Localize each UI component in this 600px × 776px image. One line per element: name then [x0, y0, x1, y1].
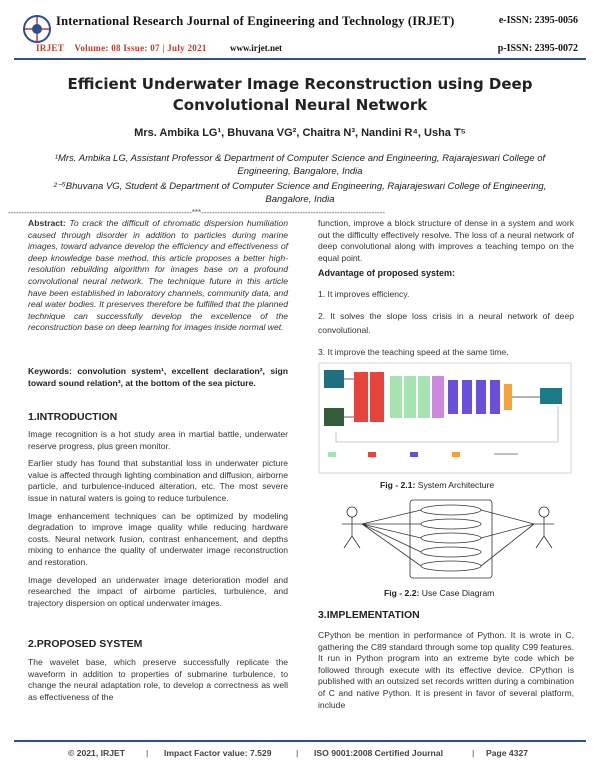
intro-body: Image recognition is a hot study area in… [28, 429, 288, 615]
paper-authors: Mrs. Ambika LG¹, Bhuvana VG², Chaitra N³… [134, 127, 466, 139]
journal-website[interactable]: www.irjet.net [230, 43, 282, 53]
header-divider [14, 58, 586, 60]
footer-sep: | [146, 748, 149, 758]
logo-text: IRJET [36, 43, 65, 53]
intro-p2: Earlier study has found that substantial… [28, 458, 288, 503]
abstract-label: Abstract: [28, 218, 66, 228]
output-image [540, 388, 562, 404]
implementation-heading: 3.IMPLEMENTATION [318, 609, 420, 621]
p-issn: p-ISSN: 2395-0072 [497, 43, 578, 54]
irjet-logo-icon [23, 15, 51, 43]
right-p1: function, improve a block structure of d… [318, 218, 574, 263]
fig1-caption: Fig - 2.1: System Architecture [380, 480, 494, 490]
footer-impact: Impact Factor value: 7.529 [164, 748, 272, 758]
advantage-item: 1. It improves efficiency. [318, 289, 410, 299]
footer-copyright: © 2021, IRJET [68, 748, 125, 758]
proposed-body: The wavelet base, which preserve success… [28, 657, 288, 709]
advantage-list: 1. It improves efficiency. 2. It solves … [318, 287, 574, 367]
intro-p1: Image recognition is a hot study area in… [28, 429, 288, 451]
journal-volume: IRJET Volume: 08 Issue: 07 | July 2021 [36, 43, 215, 53]
footer-page: Page 4327 [486, 748, 529, 758]
volume-issue: Volume: 08 Issue: 07 | July 2021 [74, 43, 207, 53]
e-issn: e-ISSN: 2395-0056 [498, 15, 578, 26]
footer-sep: | [296, 748, 299, 758]
system-architecture-figure [318, 362, 572, 474]
advantage-heading: Advantage of proposed system: [318, 268, 456, 278]
implementation-body: CPython be mention in performance of Pyt… [318, 630, 574, 710]
affiliation-1: ¹Mrs. Ambika LG, Assistant Professor & D… [54, 153, 546, 177]
advantage-item: 2. It solves the slope loss crisis in a … [318, 311, 574, 335]
intro-p3: Image enhancement techniques can be opti… [28, 510, 288, 567]
input-image [324, 370, 344, 388]
footer-sep: | [472, 748, 475, 758]
intro-p4: Image developed an underwater image dete… [28, 574, 288, 608]
abstract: Abstract: To crack the difficult of chro… [28, 218, 288, 334]
use-case-diagram-figure [330, 496, 566, 584]
footer-iso: ISO 9001:2008 Certified Journal [314, 748, 443, 758]
advantage-item: 3. It improve the teaching speed at the … [318, 347, 509, 357]
footer-divider [14, 740, 586, 742]
fig2-text: Use Case Diagram [421, 588, 495, 598]
paper-title: Efficient Underwater Image Reconstructio… [67, 75, 533, 114]
section-separator: ----------------------------------------… [8, 208, 385, 217]
journal-header: International Research Journal of Engine… [0, 0, 600, 62]
input-image [324, 408, 344, 426]
fig1-text: System Architecture [417, 480, 495, 490]
proposed-p1: The wavelet base, which preserve success… [28, 657, 288, 702]
affiliation-2: ²⁻⁵Bhuvana VG, Student & Department of C… [53, 181, 547, 205]
abstract-text: To crack the difficult of chromatic disp… [28, 218, 288, 333]
proposed-heading: 2.PROPOSED SYSTEM [28, 638, 143, 650]
fig2-label: Fig - 2.2: [384, 588, 420, 598]
fig2-caption: Fig - 2.2: Use Case Diagram [384, 588, 494, 598]
keywords: Keywords: convolution system¹, excellent… [28, 366, 288, 388]
intro-heading: 1.INTRODUCTION [28, 411, 118, 423]
journal-title: International Research Journal of Engine… [56, 14, 455, 28]
fig1-label: Fig - 2.1: [380, 480, 416, 490]
